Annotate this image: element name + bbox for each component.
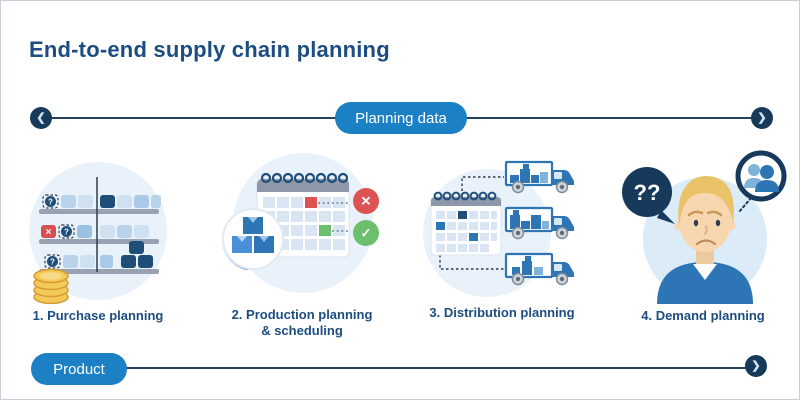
stage-caption: 1. Purchase planning xyxy=(32,308,164,323)
customers-badge-icon xyxy=(735,150,787,202)
check-icon: ✓ xyxy=(361,226,372,241)
product-flow-line xyxy=(125,367,747,369)
stage-demand-planning: ?? 4. Demand planning xyxy=(608,146,798,324)
chevron-left-glyph: ❮ xyxy=(36,111,46,124)
frown-mouth xyxy=(695,239,717,246)
calendar-rings-icon xyxy=(260,172,349,184)
product-label: Product xyxy=(31,353,127,385)
warehouse-shelves-inventory-icon: ? ✕ ? ? xyxy=(29,162,167,304)
shipment-date-cell xyxy=(458,211,467,219)
chevron-right-icon: ❯ xyxy=(745,355,767,377)
cross-badge-icon xyxy=(353,188,379,214)
delivery-truck-icon xyxy=(504,252,574,286)
coins-icon xyxy=(33,268,69,304)
stage-caption: 3. Distribution planning xyxy=(429,305,575,320)
double-question-text: ?? xyxy=(634,180,661,205)
magnifier-packages-icon xyxy=(222,208,284,270)
calendar-delivery-trucks-icon xyxy=(423,160,574,297)
cross-icon: ✕ xyxy=(361,194,372,209)
approved-date-cell xyxy=(319,225,331,236)
delivery-truck-icon xyxy=(504,206,574,240)
blocked-date-cell xyxy=(305,197,317,208)
confused-planner-customers-icon: ?? xyxy=(622,150,787,304)
chevron-right-icon: ❯ xyxy=(751,107,773,129)
planning-data-label: Planning data xyxy=(335,102,467,134)
calendar-rings-icon xyxy=(433,191,497,201)
hair xyxy=(678,176,734,226)
stage-caption: 2. Production planning & scheduling xyxy=(231,307,373,339)
cross-icon: ✕ xyxy=(45,228,52,237)
stage-distribution-planning: 3. Distribution planning xyxy=(407,149,597,321)
question-icon: ? xyxy=(64,228,69,237)
delivery-truck-icon xyxy=(504,160,574,194)
page-title: End-to-end supply chain planning xyxy=(29,37,390,62)
question-speech-bubble-icon: ?? xyxy=(622,167,675,224)
shirt xyxy=(657,262,753,304)
stage-caption: 4. Demand planning xyxy=(641,308,765,323)
stage-production-planning: ✕ ✓ 2. Production planning & scheduling xyxy=(207,151,397,340)
shipment-date-cell xyxy=(469,233,478,241)
chevron-right-glyph: ❯ xyxy=(757,111,767,124)
question-icon: ? xyxy=(48,198,53,207)
shipment-date-cell xyxy=(436,222,445,230)
stage-purchase-planning: ? ✕ ? ? xyxy=(3,159,193,324)
chevron-left-icon: ❮ xyxy=(30,107,52,129)
check-badge-icon xyxy=(353,220,379,246)
calendar-schedule-check-icon: ✕ ✓ xyxy=(222,153,379,293)
question-icon: ? xyxy=(50,258,55,267)
chevron-right-glyph: ❯ xyxy=(751,359,761,372)
